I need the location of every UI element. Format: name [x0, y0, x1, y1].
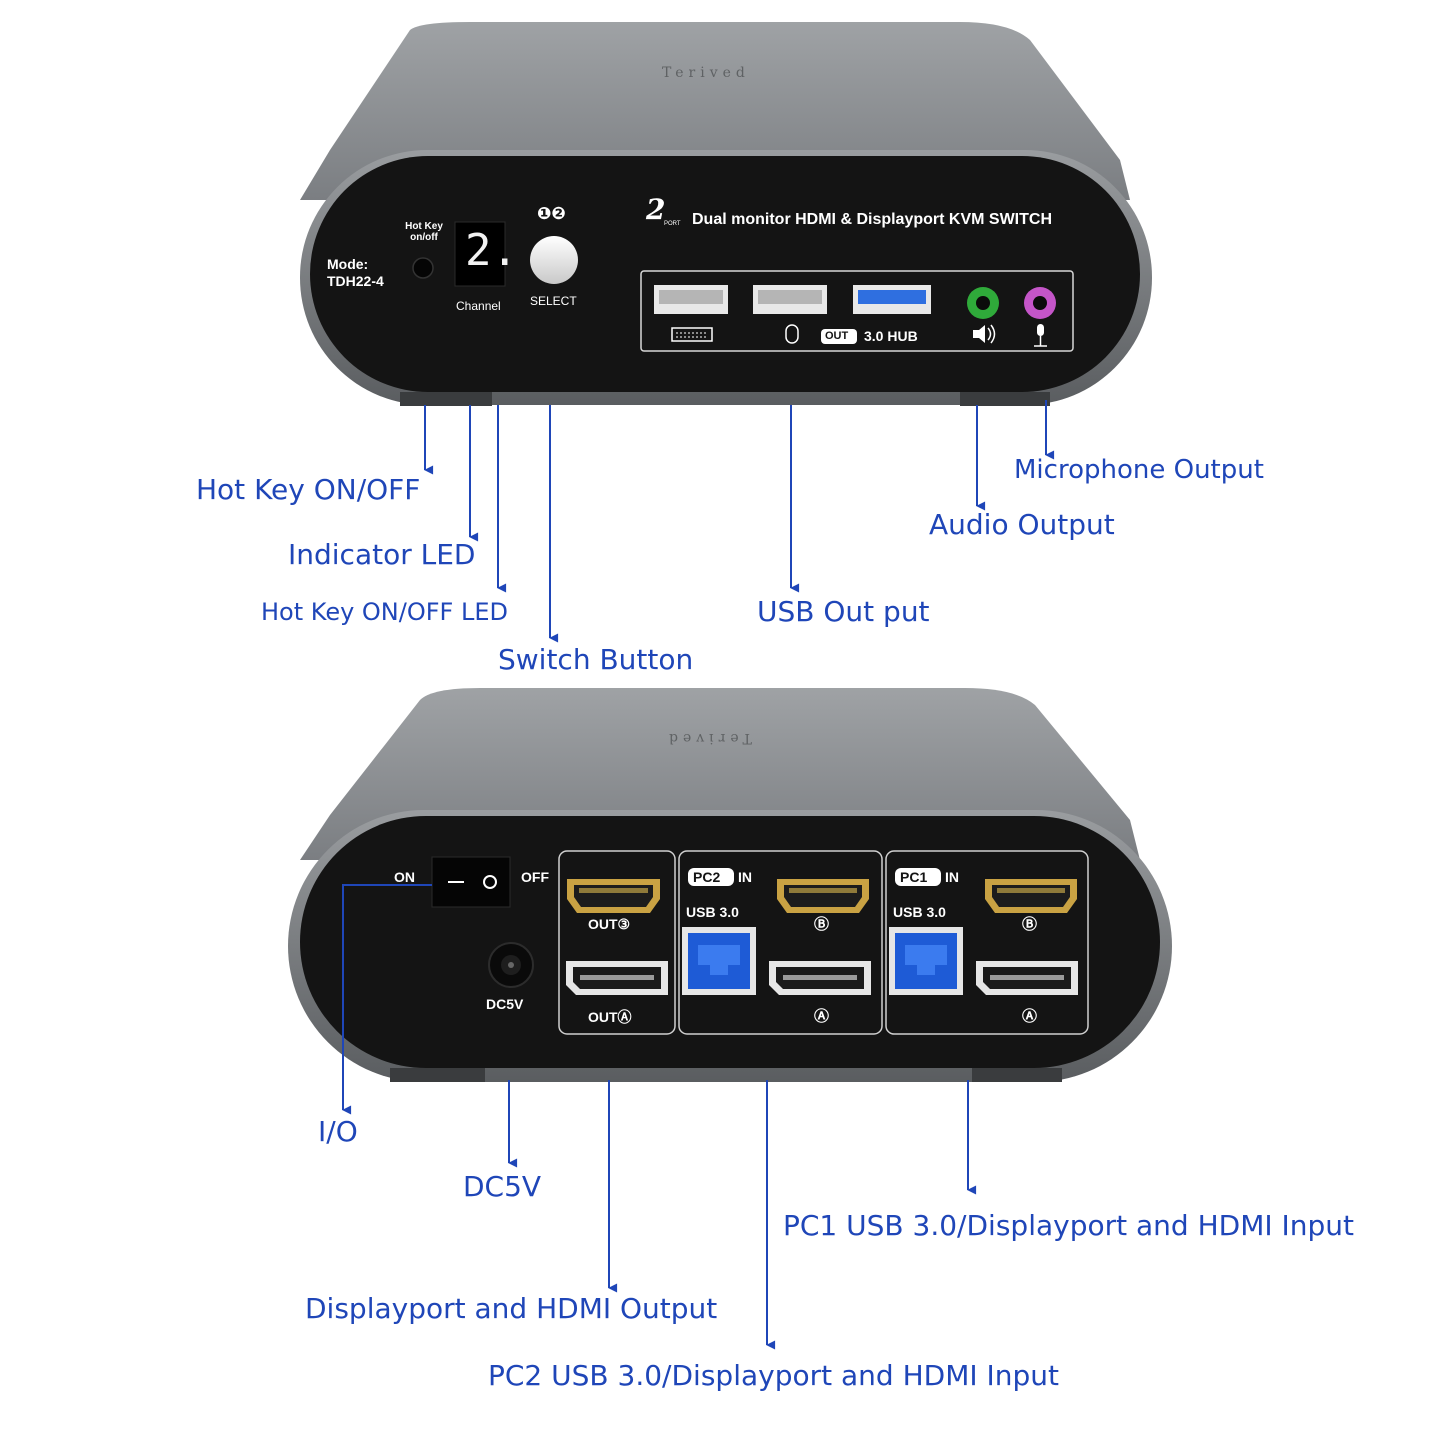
label-indicator-led: Indicator LED: [288, 538, 476, 571]
label-dp-hdmi-output: Displayport and HDMI Output: [305, 1292, 718, 1325]
usb-b-pc2-port[interactable]: [682, 927, 756, 995]
dp-pc2-port[interactable]: [769, 961, 871, 995]
dp-out-port[interactable]: [566, 961, 668, 995]
pc1-usb-label: USB 3.0: [893, 904, 946, 920]
label-switch-button: Switch Button: [498, 643, 694, 676]
front-panel: [310, 156, 1140, 392]
pc2-badge-bg: [688, 868, 734, 886]
label-hotkey: Hot Key ON/OFF: [196, 473, 421, 506]
label-pc2-input: PC2 USB 3.0/Displayport and HDMI Input: [488, 1359, 1060, 1392]
hdmi-out-port[interactable]: [567, 879, 660, 913]
front-brand: Terived: [662, 65, 750, 81]
select-button[interactable]: [530, 236, 578, 284]
out-badge: [821, 329, 857, 344]
mouse-icon: [785, 324, 799, 344]
usb-mouse-port[interactable]: [753, 285, 827, 314]
title-2port-number: 2: [646, 193, 666, 226]
keyboard-icon: [671, 327, 713, 342]
microphone-icon: [1034, 324, 1047, 347]
pc1-in-label: IN: [945, 869, 959, 885]
pc1-box: [885, 850, 1089, 1035]
label-mic-output: Microphone Output: [1014, 455, 1264, 485]
label-io: I/O: [318, 1115, 358, 1148]
hdmi-pc1-port[interactable]: [985, 879, 1077, 913]
back-device: [288, 688, 1172, 1082]
pc2-badge: PC2: [693, 869, 721, 885]
mode-label: Mode:: [327, 256, 369, 272]
usb-hub-port[interactable]: [853, 285, 931, 314]
dp-pc1-port[interactable]: [976, 961, 1078, 995]
channel-digit: 2.: [465, 225, 518, 276]
on-label: ON: [394, 869, 415, 885]
pc1-badge: PC1: [900, 869, 928, 885]
hotkey-button[interactable]: [412, 257, 434, 279]
callout-io: [342, 884, 432, 1115]
usb-b-pc1-port[interactable]: [889, 927, 963, 995]
front-device: [300, 22, 1152, 406]
off-label: OFF: [521, 869, 549, 885]
pc1-b-label: Ⓑ: [1022, 915, 1038, 933]
dc-jack[interactable]: [488, 942, 534, 988]
pc1-a-label: Ⓐ: [1022, 1007, 1038, 1025]
channel-label: Channel: [456, 299, 501, 313]
back-brand: Terived: [664, 730, 752, 746]
select-numbers: ❶❷: [537, 204, 566, 224]
label-hotkey-led: Hot Key ON/OFF LED: [261, 598, 508, 626]
pc2-box: [678, 850, 883, 1035]
label-audio-output: Audio Output: [929, 508, 1115, 541]
hdmi-pc2-port[interactable]: [777, 879, 869, 913]
pc2-usb-label: USB 3.0: [686, 904, 739, 920]
front-port-box: [640, 270, 1074, 352]
label-pc1-input: PC1 USB 3.0/Displayport and HDMI Input: [783, 1209, 1355, 1242]
pc2-in-label: IN: [738, 869, 752, 885]
usb-keyboard-port[interactable]: [654, 285, 728, 314]
select-label: SELECT: [530, 294, 577, 308]
dc-label: DC5V: [486, 996, 524, 1012]
callout-lines: [342, 400, 1055, 1350]
label-dc5v: DC5V: [463, 1170, 542, 1203]
hub-label: 3.0 HUB: [864, 328, 918, 344]
hotkey-small-label: Hot Key on/off: [405, 221, 443, 243]
pc2-b-label: Ⓑ: [814, 915, 830, 933]
pc2-a-label: Ⓐ: [814, 1007, 830, 1025]
front-title: Dual monitor HDMI & Displayport KVM SWIT…: [692, 211, 1052, 228]
pc1-badge-bg: [895, 868, 941, 886]
speaker-icon: [973, 324, 996, 344]
model-label: TDH22-4: [327, 273, 384, 289]
out-badge-label: OUT: [825, 330, 849, 342]
power-switch[interactable]: [431, 856, 511, 908]
output-box: [558, 850, 676, 1035]
out-b-label: OUT③: [588, 916, 631, 932]
title-port-label: PORT: [664, 221, 681, 227]
out-a-label: OUTⒶ: [588, 1009, 632, 1025]
channel-display: [454, 221, 506, 287]
label-usb-output: USB Out put: [757, 595, 930, 628]
